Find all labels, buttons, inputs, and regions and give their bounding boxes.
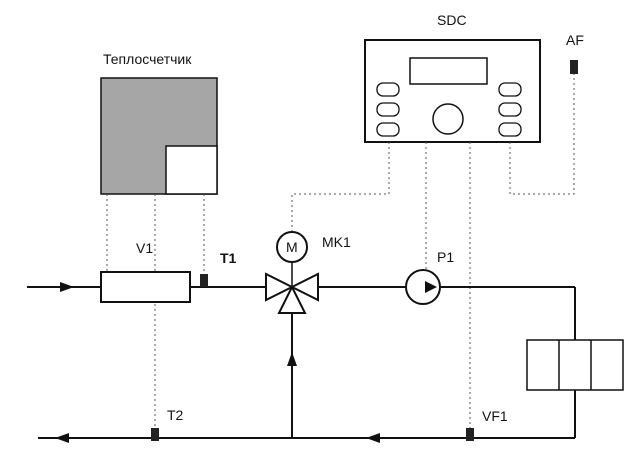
sensor-t1 (200, 274, 208, 287)
sdc-controller (364, 39, 541, 143)
sensor-vf1 (466, 428, 474, 441)
radiator (526, 339, 624, 391)
controller-button-left-3 (376, 122, 400, 137)
outdoor-sensor (570, 60, 578, 74)
supply-pipe (27, 282, 576, 340)
mixing-valve-mk1: M (265, 231, 319, 314)
pump-label: P1 (437, 249, 454, 265)
sensor-t1-label: T1 (220, 250, 237, 266)
sensor-t2-label: T2 (167, 407, 184, 423)
bypass-pipe (287, 313, 297, 438)
controller-button-right-3 (498, 122, 522, 137)
mixer-label: MK1 (322, 234, 351, 250)
heat-meter (100, 77, 218, 195)
signal-wires (106, 74, 575, 428)
outdoor-sensor-label: AF (566, 32, 584, 48)
motor-label: M (286, 239, 298, 255)
return-pipe (38, 390, 576, 443)
controller-display (409, 57, 488, 85)
controller-knob (432, 103, 464, 135)
flow-meter-v1 (100, 271, 191, 303)
heat-meter-label: Теплосчетчик (103, 51, 192, 67)
controller-button-left-2 (376, 102, 400, 117)
sensor-t2 (151, 428, 159, 441)
controller-button-right-1 (498, 82, 522, 97)
sensor-vf1-label: VF1 (482, 408, 508, 424)
pump-p1 (405, 269, 441, 305)
controller-button-left-1 (376, 82, 400, 97)
controller-label: SDC (437, 12, 467, 28)
flow-meter-label: V1 (136, 240, 153, 256)
controller-button-right-2 (498, 102, 522, 117)
